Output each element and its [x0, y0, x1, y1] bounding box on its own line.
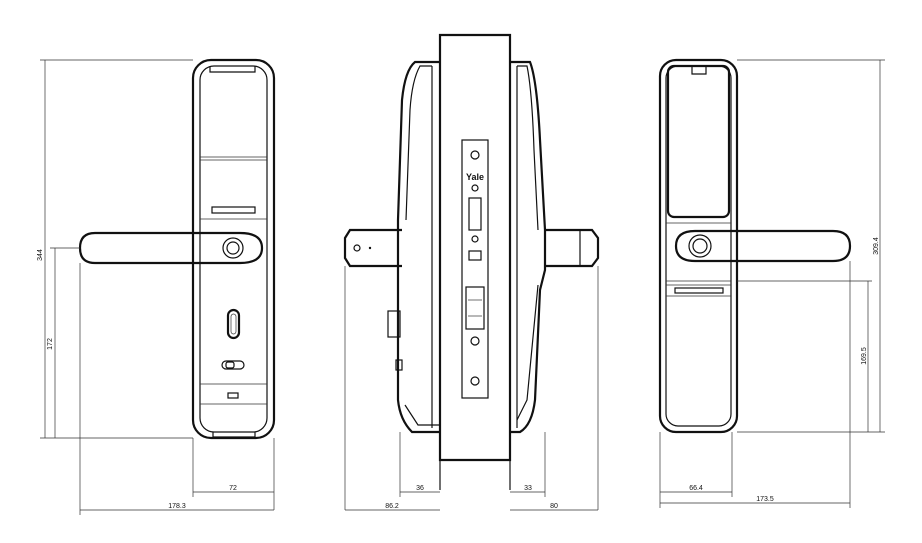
front-keyhole-inner [230, 313, 237, 335]
side-view: Yale 36 33 86.2 80 [343, 33, 600, 511]
side-left-block [387, 310, 401, 338]
back-knob-inner [692, 238, 708, 254]
side-left-block-small [395, 359, 403, 371]
front-battery-indicator [227, 392, 239, 399]
front-latch-slot [211, 206, 256, 214]
front-top-cap [209, 66, 256, 73]
side-left-dot [368, 246, 372, 250]
side-brand-logo: Yale [466, 172, 484, 182]
front-height-dimension: 344 [37, 249, 44, 261]
front-fingerprint-inner [226, 241, 240, 255]
side-left-spindle [343, 228, 402, 268]
back-body [658, 58, 739, 434]
side-mortise-faceplate [461, 139, 489, 399]
side-faceplate-screw [471, 184, 479, 192]
front-lever [78, 231, 264, 265]
side-faceplate-screw [470, 336, 480, 346]
side-left-depth-dimension: 36 [416, 485, 424, 492]
front-fingerprint-reader [222, 237, 244, 259]
back-lever [674, 229, 852, 263]
side-right-lower [516, 284, 539, 421]
back-upper-panel [666, 64, 731, 219]
back-knob [688, 234, 712, 258]
side-right-total-dimension: 80 [550, 503, 558, 510]
side-faceplate-slot [468, 250, 482, 261]
back-top-notch [691, 66, 707, 75]
back-battery-slot [674, 287, 724, 294]
back-width-dimension: 66.4 [689, 485, 703, 492]
front-view: 344 172 72 178.3 [37, 58, 276, 515]
side-left-escutcheon-inner [405, 65, 432, 221]
side-faceplate-screw [470, 376, 480, 386]
back-height-dimension: 309.4 [873, 237, 880, 255]
back-view: 309.4 169.5 66.4 173.5 [658, 58, 885, 508]
front-switch [221, 360, 245, 370]
side-left-escutcheon [396, 60, 440, 434]
side-right-escutcheon-inner [517, 65, 539, 231]
back-depth-dimension: 173.5 [756, 496, 774, 503]
front-width-dimension: 72 [229, 485, 237, 492]
front-lever-dimension: 172 [47, 338, 54, 350]
front-bottom-cap [212, 432, 256, 438]
side-left-total-dimension: 86.2 [385, 503, 399, 510]
side-left-bottom [404, 404, 440, 426]
front-depth-dimension: 178.3 [168, 503, 186, 510]
front-keyhole [226, 308, 241, 340]
side-left-indicator [353, 244, 361, 252]
side-door [438, 33, 512, 462]
side-right-escutcheon [510, 60, 547, 434]
side-latch-opening [468, 197, 482, 231]
front-body [191, 58, 276, 440]
side-faceplate-screw [470, 150, 480, 160]
front-body-inner [199, 65, 268, 433]
front-switch-knob [225, 361, 235, 369]
side-right-depth-dimension: 33 [524, 485, 532, 492]
side-right-spindle [545, 228, 600, 268]
side-faceplate-screw [471, 235, 479, 243]
back-lower-dimension: 169.5 [861, 347, 868, 365]
side-deadbolt-opening [465, 286, 485, 330]
